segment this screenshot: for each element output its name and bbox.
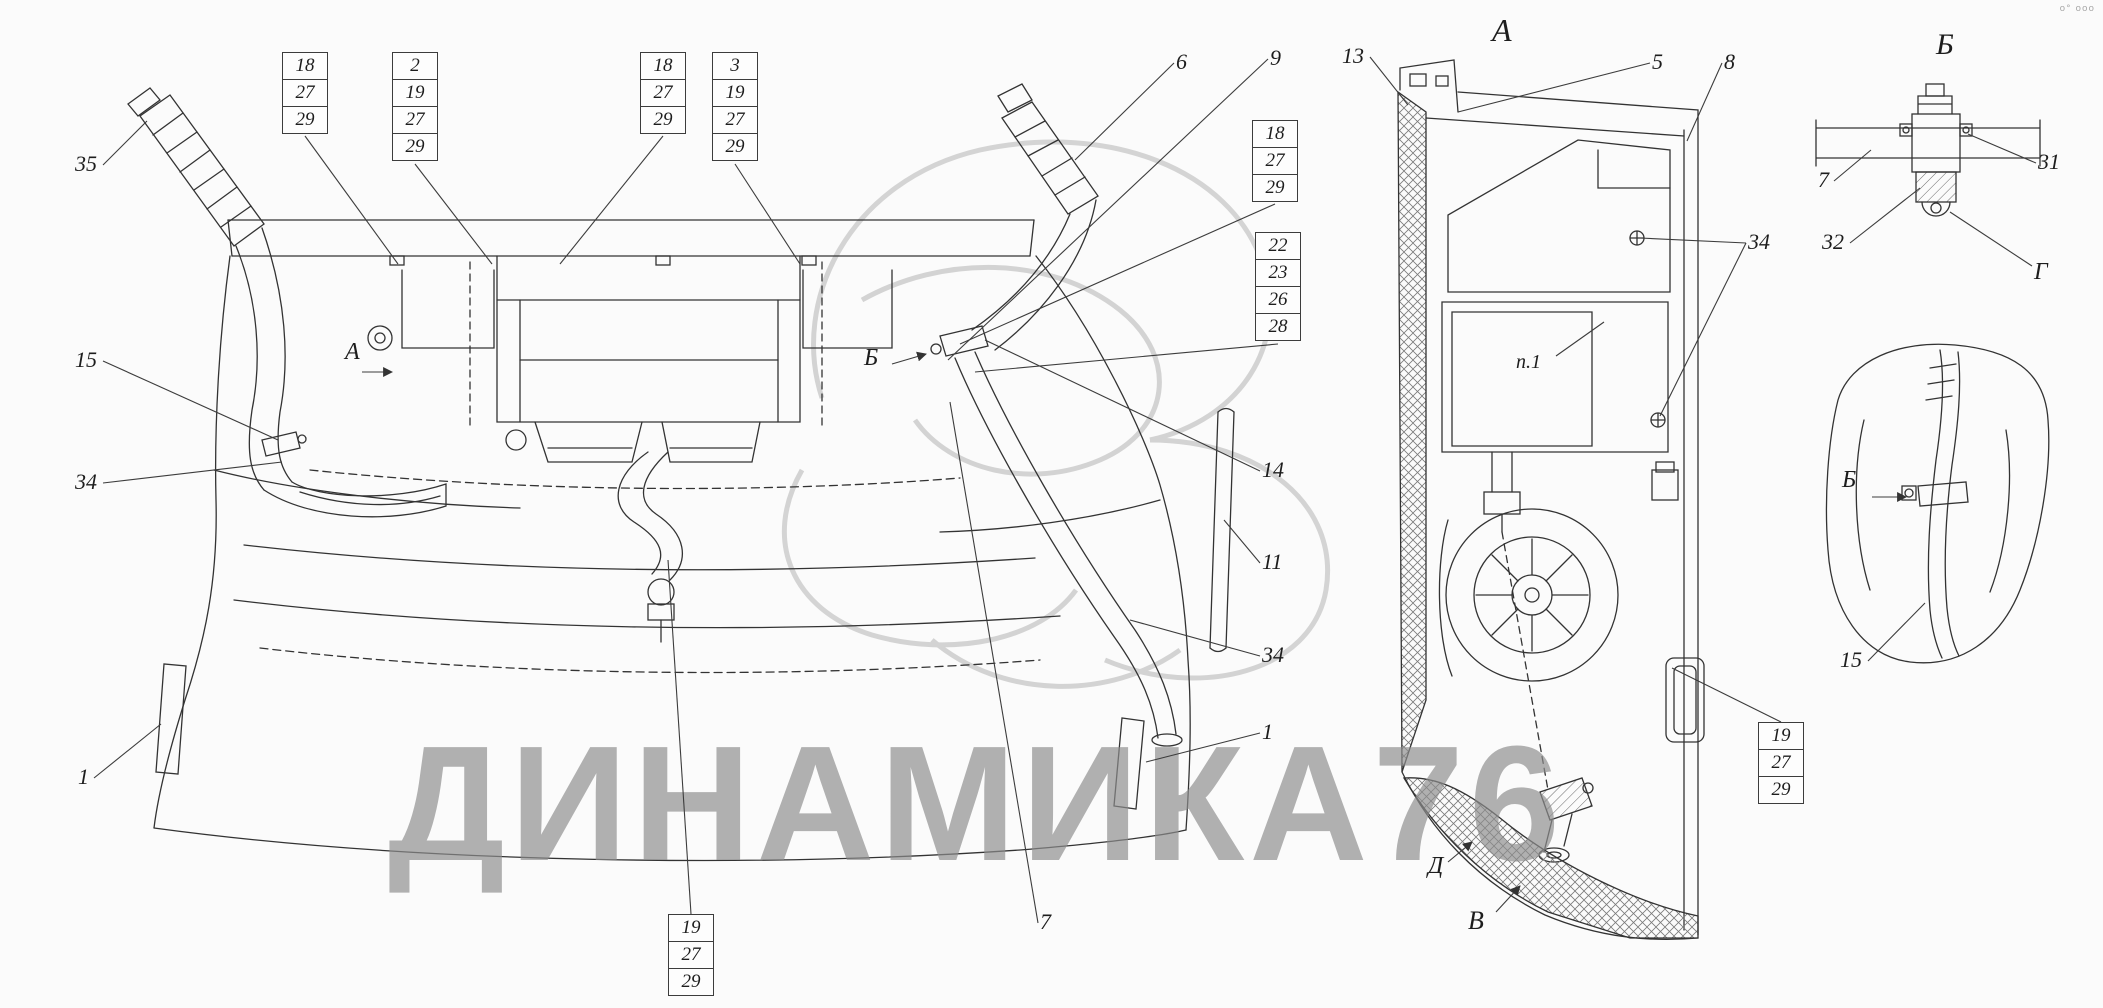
- leader-line: [734, 163, 801, 265]
- leader-line: [1457, 62, 1651, 113]
- leader-line: [304, 135, 399, 265]
- leader-line: [1369, 56, 1409, 106]
- leader-line: [1129, 619, 1261, 657]
- leader-line: [559, 135, 664, 265]
- corner-mark: о° ооо: [2059, 4, 2095, 14]
- leader-line: [102, 360, 279, 441]
- leader-line: [1671, 667, 1782, 723]
- leader-line: [1867, 602, 1926, 662]
- leader-line: [1659, 242, 1747, 417]
- leader-group: [93, 56, 2037, 924]
- leader-line: [1495, 885, 1521, 913]
- leader-line: [414, 163, 493, 265]
- leader-line: [102, 461, 283, 484]
- leader-line: [947, 58, 1269, 361]
- leader-line: [667, 559, 692, 915]
- leader-line: [1555, 321, 1605, 357]
- section-a-art: [1397, 59, 1705, 941]
- leader-line: [1223, 519, 1261, 564]
- leader-line: [949, 401, 1039, 924]
- leader-line: [102, 120, 148, 166]
- leader-line: [1967, 133, 2037, 164]
- main-view-art: [127, 83, 1235, 862]
- leader-line: [1447, 841, 1473, 863]
- leader-line: [1833, 149, 1872, 182]
- leader-line: [1949, 211, 2033, 267]
- leader-line: [1849, 187, 1921, 244]
- leader-line: [984, 339, 1261, 472]
- leader-line: [959, 203, 1276, 345]
- leader-line: [1639, 237, 1747, 244]
- watermark-swirl: [781, 139, 1330, 689]
- leader-line: [1074, 62, 1175, 161]
- leader-line: [1686, 62, 1723, 142]
- leader-line: [93, 723, 162, 779]
- detail-b-top-art: [1815, 83, 2041, 217]
- leader-line: [974, 343, 1279, 373]
- leader-line: [1145, 732, 1261, 763]
- leader-line: [891, 351, 927, 365]
